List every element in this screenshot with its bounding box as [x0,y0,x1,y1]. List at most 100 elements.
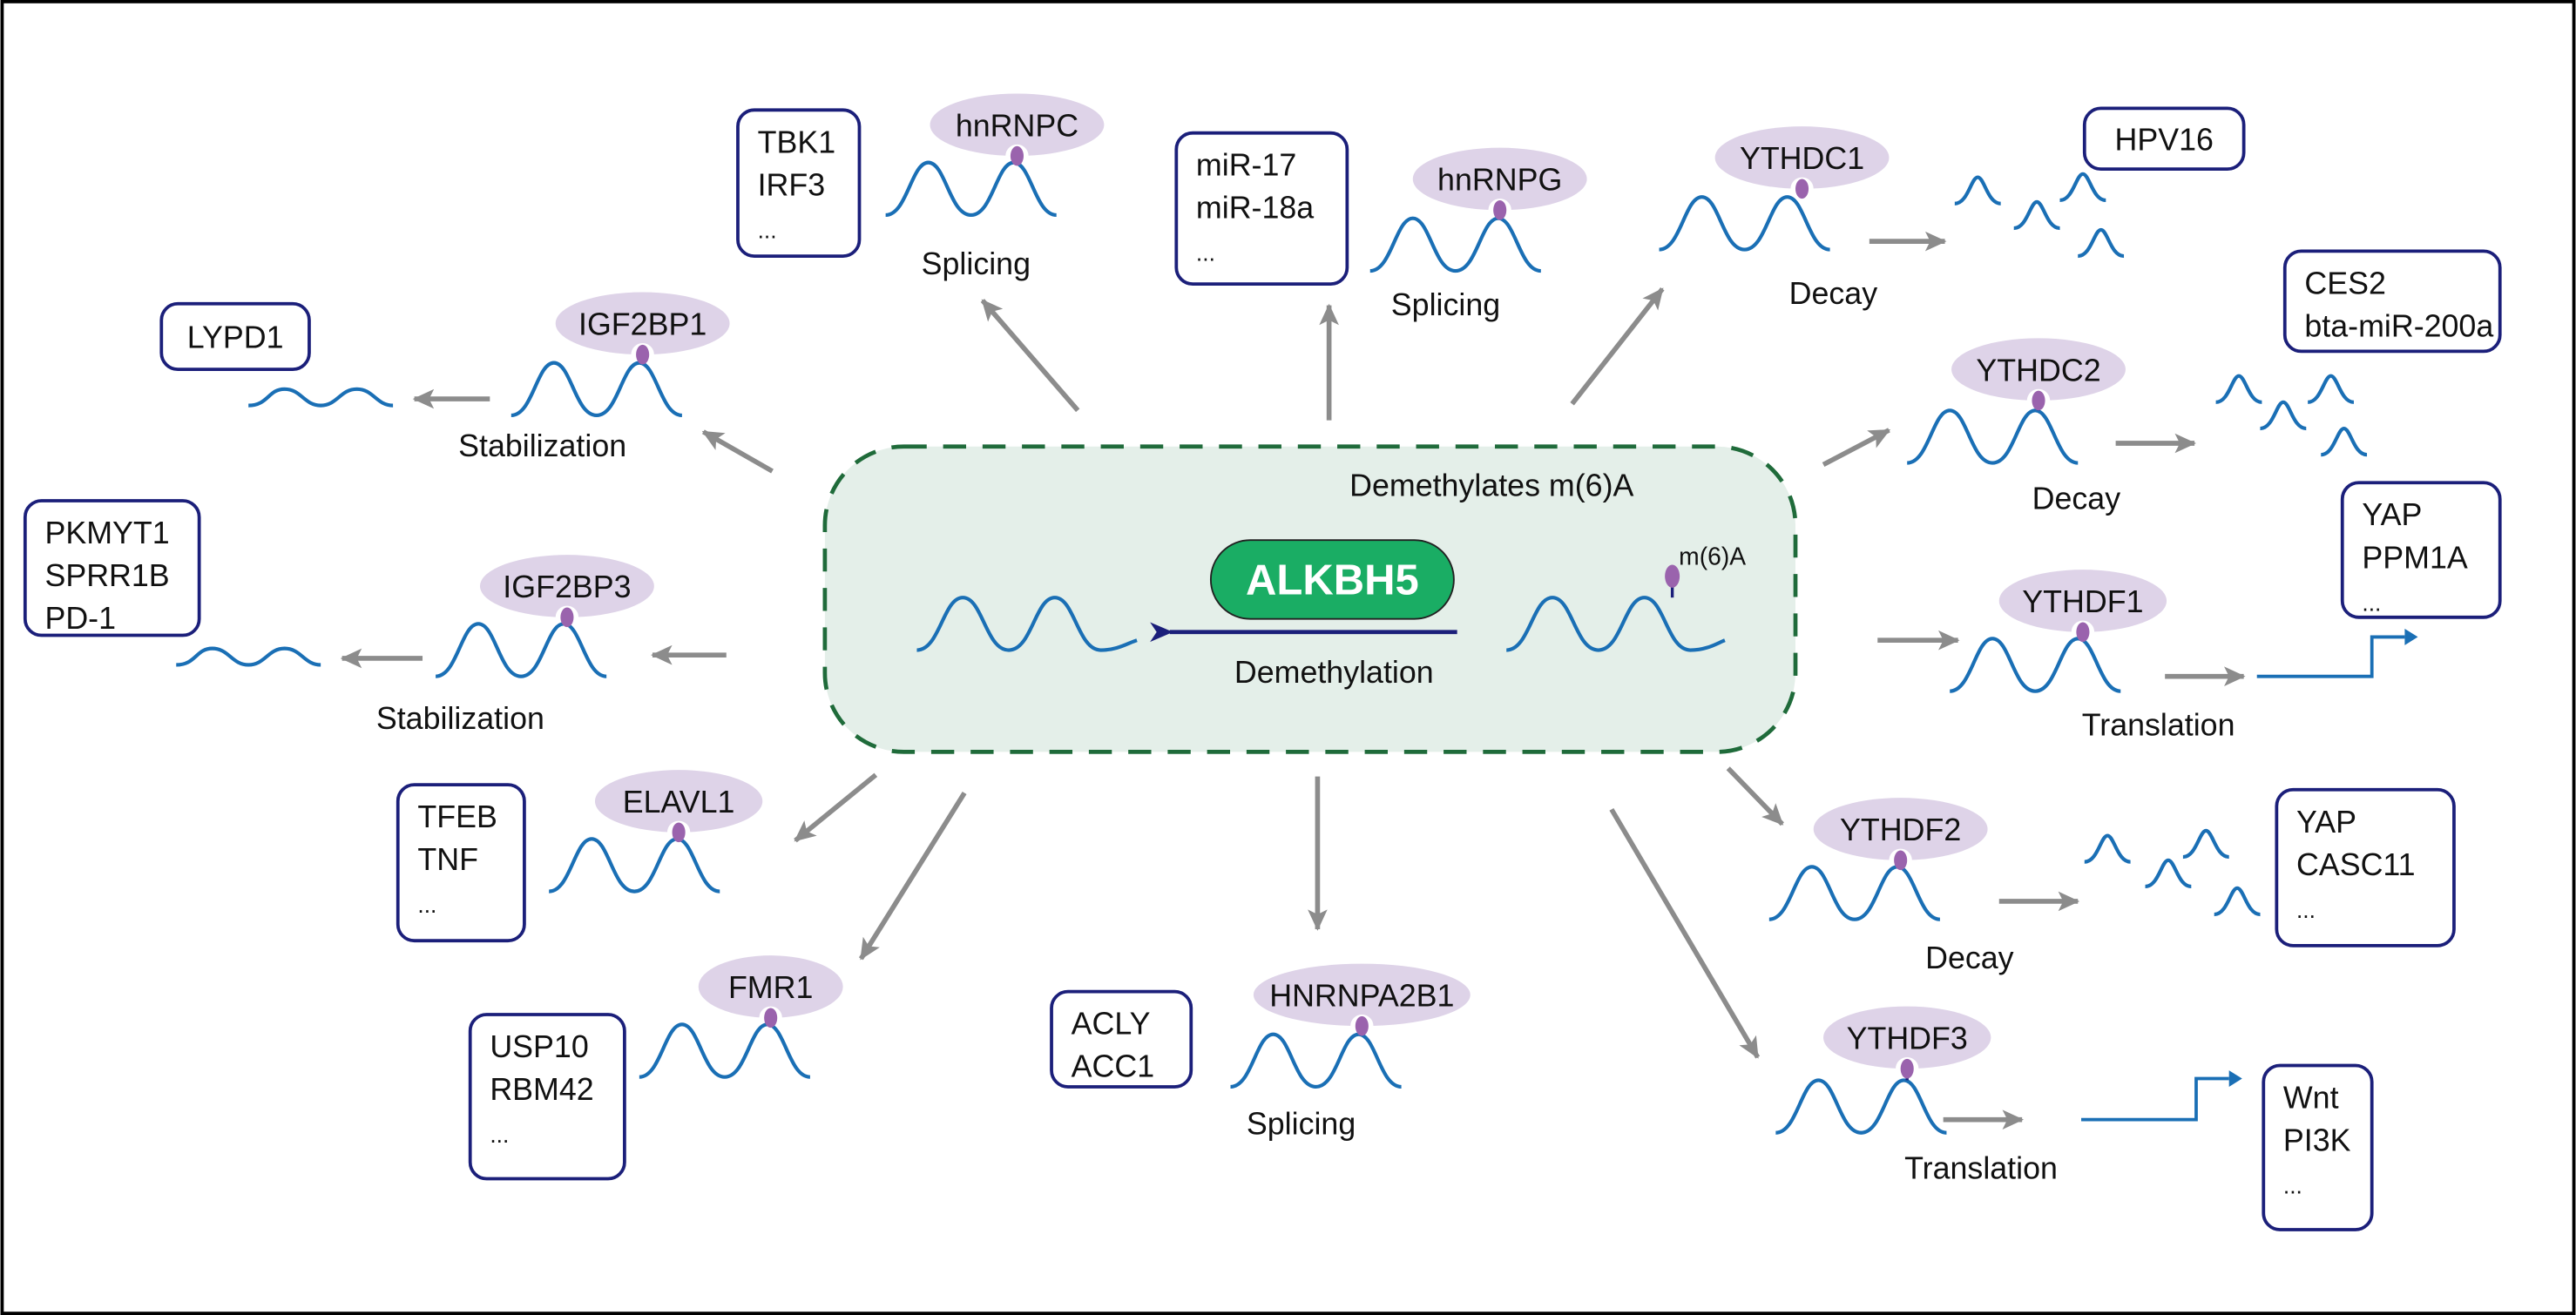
center-title: Demethylates m(6)A [1349,468,1633,502]
decayed-rna-fragment [2077,227,2125,259]
arrow-to-igf2bp1 [701,429,774,474]
methylated-rna [1949,637,2121,693]
target-box-ythdc1[interactable]: HPV16 [2082,106,2246,172]
decayed-rna-fragment [2215,374,2262,404]
decayed-rna-fragment [2145,858,2192,889]
target-gene: CES2 [2304,266,2386,300]
arrow-to-elavl1 [794,772,878,843]
reader-bubble[interactable] [1998,570,2167,632]
target-gene: PPM1A [2362,540,2467,575]
target-gene: PI3K [2283,1123,2351,1157]
target-gene: YAP [2296,805,2356,840]
decayed-rna-fragment [2214,886,2261,917]
methylated-rna [1768,865,1941,921]
reader-bubble[interactable] [1951,338,2126,401]
alkbh5-badge[interactable] [1209,539,1455,620]
target-gene: ACLY [1072,1007,1151,1042]
m6a-dot [1795,179,1809,199]
arrow-to-ythdf3 [1609,807,1761,1059]
m6a-dot [1493,199,1507,220]
stabilized-rna [248,387,394,408]
reader-bubble[interactable] [480,555,654,617]
methylated-rna [1659,195,1830,252]
reader-bubble[interactable] [1412,147,1587,211]
target-gene: RBM42 [490,1072,593,1107]
target-gene: bta-miR-200a [2304,308,2493,343]
central-region: Demethylates m(6)A ALKBH5 Demethylation … [822,444,1798,754]
methylated-rna [1230,1032,1402,1089]
target-box-hnrnpg[interactable]: miR-17miR-18a... [1174,131,1349,287]
arrow-to-ythdf2 [1726,766,1784,826]
reader-name: YTHDC2 [1976,353,2100,388]
decayed-rna-fragment [2084,833,2132,864]
target-box-ythdf2[interactable]: YAPCASC11... [2275,787,2456,947]
target-box-hnrnpc[interactable]: TBK1IRF3... [736,108,862,258]
methylated-rna [1505,596,1726,652]
target-gene: ... [2362,590,2381,616]
arrow-to-hnrnpc [980,299,1080,413]
target-gene: ... [2296,897,2316,923]
target-box-fmr1[interactable]: USP10RBM42... [468,1013,626,1181]
target-gene: USP10 [490,1029,588,1064]
effect-label: Decay [1789,276,1878,311]
reader-bubble[interactable] [594,770,763,833]
outcome-arrows [340,231,2246,1130]
target-box-igf2bp1[interactable]: LYPD1 [159,301,311,372]
target-gene: Wnt [2283,1080,2339,1115]
effect-label: Splicing [1247,1107,1356,1142]
arrow-to-ythdc2 [1822,428,1891,467]
reader-name: YTHDC1 [1740,141,1864,176]
reader-bubble[interactable] [930,93,1105,157]
reader-bubble[interactable] [1714,126,1890,189]
target-gene: LYPD1 [187,320,284,355]
arrow-to-fmr1 [858,792,967,961]
reader-name: YTHDF3 [1847,1022,1968,1056]
reader-bubble[interactable] [1823,1006,1991,1069]
methylated-rna [510,361,683,418]
effect-label: Stabilization [376,701,544,736]
demethylation-label: Demethylation [1234,655,1434,690]
reader-name: FMR1 [728,970,813,1005]
target-box-elavl1[interactable]: TFEBTNF... [396,783,526,943]
reader-bubble[interactable] [555,292,730,355]
reader-name: hnRNPC [956,108,1078,143]
reader-name: ELAVL1 [623,785,735,819]
m6a-dot [2032,390,2045,411]
methylated-rna [548,837,720,894]
translation-start-icon [2256,635,2405,678]
decayed-rna-fragment [2260,400,2307,431]
target-box-ythdf1[interactable]: YAPPPM1A... [2340,481,2502,619]
m6a-dot [560,607,574,628]
target-gene: TNF [417,842,478,877]
reader-bubble[interactable] [1253,963,1471,1027]
m6a-dot [672,822,686,843]
m6a-dot [1900,1058,1914,1079]
effect-label: Stabilization [458,428,626,463]
m6a-dot [764,1008,778,1028]
stabilized-rna [176,646,321,667]
target-box-ythdf3[interactable]: WntPI3K... [2262,1063,2374,1231]
target-gene: PD-1 [44,601,116,636]
target-box-ythdc2[interactable]: CES2 bta-miR-200a [2282,249,2502,354]
methylated-rna [435,622,607,678]
decayed-rna-fragment [2182,828,2230,860]
methylated-rna [1906,408,2079,465]
effect-label: Decay [2032,481,2121,516]
target-gene: ... [2283,1172,2302,1198]
reader-bubble[interactable] [698,955,843,1018]
effect-label: Decay [1925,941,2014,975]
m6a-label: m(6)A [1679,542,1746,570]
methylated-rna [1775,1078,1947,1135]
translation-start-icon [2081,1076,2229,1122]
reader-bubble[interactable] [1813,798,1988,860]
reader-name: IGF2BP1 [578,307,707,342]
